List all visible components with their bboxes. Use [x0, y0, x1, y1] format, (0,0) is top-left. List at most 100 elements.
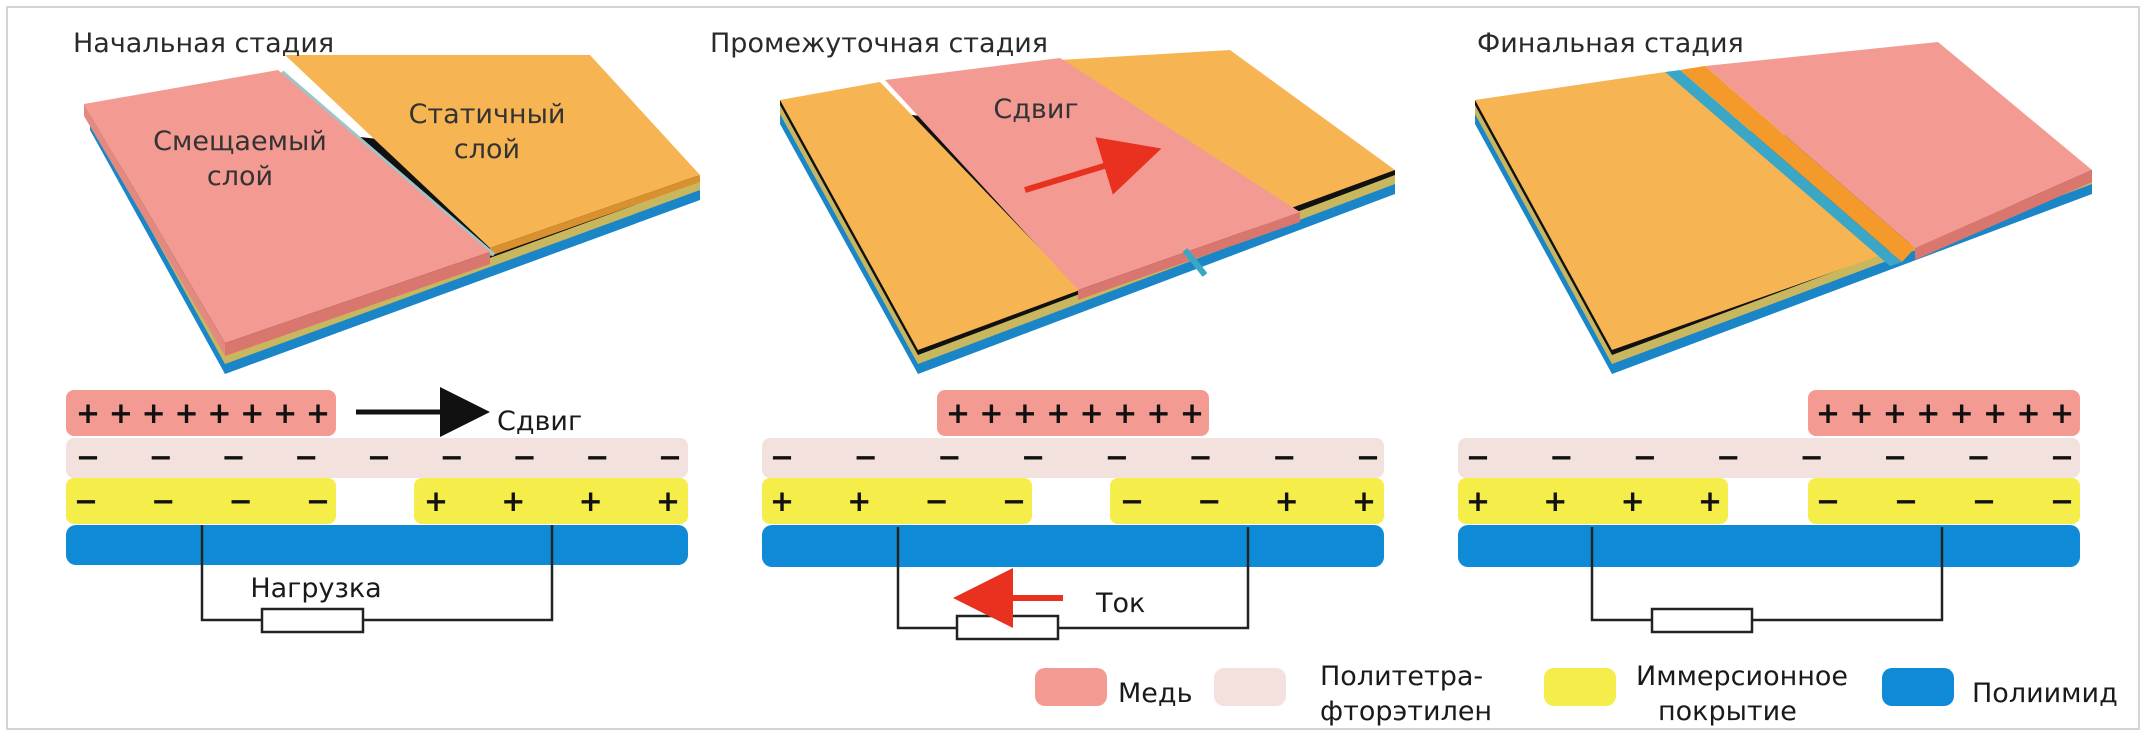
stage-1-static-slab-side [490, 175, 700, 256]
stage-3-immersion-right-sign-1: − [1816, 484, 1840, 518]
stage-2-ptfe-sign-3: − [937, 440, 961, 474]
stage-3-copper-sign-7: + [2016, 396, 2040, 430]
stage-2-current-label: Ток [1095, 588, 1145, 619]
stage-1-polyimide-bar [66, 525, 688, 565]
stage-1-copper-sign-5: + [207, 396, 231, 430]
stage-2-immersion-left-bar [762, 478, 1032, 524]
stage-1-copper-sign-3: + [142, 396, 166, 430]
stage-1-immersion-right-sign-2: + [501, 484, 525, 518]
stage-2-immersion-right-sign-2: − [1197, 484, 1221, 518]
stage-3-circuit-wire-right [1752, 527, 1944, 622]
stage-1-title: Начальная стадия [73, 28, 334, 59]
stage-3-immersion-right-sign-2: − [1894, 484, 1918, 518]
stage-3-copper-bar [1808, 390, 2080, 436]
stage-1-static-layer-label-line-1: Статичный [409, 99, 566, 130]
stage-1-moving-slab-top [84, 70, 490, 343]
stage-2-copper-slab-top [885, 58, 1300, 290]
legend-swatch-polyimide [1882, 668, 1954, 706]
stage-1-circuit-wire [200, 525, 262, 622]
stage-3-immersion-left-sign-4: + [1698, 484, 1722, 518]
stage-1-load-label: Нагрузка [250, 573, 381, 604]
stage-2-copper-sign-7: + [1146, 396, 1170, 430]
stage-1-ptfe-sign-1: − [76, 440, 100, 474]
stage-1-copper-sign-4: + [174, 396, 198, 430]
stage-3-immersion-left-signs: ++++ [1466, 484, 1722, 518]
stage-2-load-resistor [955, 614, 1060, 641]
stage-3-immersion-left-sign-2: + [1543, 484, 1567, 518]
stage-3-immersion-right-sign-3: − [1972, 484, 1996, 518]
stage-2-immersion-right-sign-1: − [1120, 484, 1144, 518]
stage-3-cross-section: ++++++++ −−−−−−−− ++++ −−−− [1458, 390, 2080, 634]
stage-2-polyimide-bar [762, 525, 1384, 567]
stage-1-immersion-right-sign-3: + [579, 484, 603, 518]
stage-1-ptfe-sign-9: − [658, 440, 682, 474]
stage-1-copper-sign-8: + [306, 396, 330, 430]
stage-1-ptfe-sign-8: − [585, 440, 609, 474]
stage-3-ptfe-sign-8: − [2050, 440, 2074, 474]
stage-1-static-layer-label-line-2: слой [454, 134, 520, 165]
stage-2-copper-sign-8: + [1180, 396, 1204, 430]
stage-1-gap-line [280, 70, 496, 257]
stage-1-immersion-left-sign-2: − [151, 484, 175, 518]
stage-1-ptfe-sign-5: − [367, 440, 391, 474]
stage-3-copper-slab-side [1915, 170, 2092, 260]
stage-3-copper-signs: ++++++++ [1816, 396, 2074, 430]
stage-2-copper-bar [937, 390, 1209, 436]
stage-1-copper-sign-6: + [240, 396, 264, 430]
stage-2-immersion-left-sign-4: − [1002, 484, 1026, 518]
stage-2-immersion-left-sign-1: + [770, 484, 794, 518]
stage-1-immersion-left-sign-1: − [74, 484, 98, 518]
stage-1-cross-section: ++++++++ −−−−−−−−− −−−− ++++ Сдвиг Нагру… [66, 387, 688, 634]
stage-1-ptfe-sign-3: − [221, 440, 245, 474]
stage-2-gap-blue [1182, 248, 1208, 277]
stage-1-immersion-right-bar [414, 478, 688, 524]
stage-3-ptfe-sign-5: − [1800, 440, 1824, 474]
stage-2-title: Промежуточная стадия [710, 28, 1048, 59]
stage-3-ptfe-bar [1458, 438, 2080, 478]
stage-2-ptfe-signs: −−−−−−−− [770, 440, 1380, 474]
stage-2-immersion-left-signs: ++−− [770, 484, 1026, 518]
stage-1-copper-sign-7: + [273, 396, 297, 430]
stage-3-copper-sign-1: + [1816, 396, 1840, 430]
stage-2-ptfe-sign-1: − [770, 440, 794, 474]
legend-label-ptfe-line-1: Политетра- [1320, 661, 1483, 692]
stage-2-3d-view: Сдвиг [780, 50, 1395, 374]
stage-1-copper-bar [66, 390, 336, 436]
stage-2-immersion-right-sign-4: + [1352, 484, 1376, 518]
stage-1-ptfe-sign-4: − [294, 440, 318, 474]
legend-label-immersion-line-2: покрытие [1658, 696, 1797, 727]
stage-2-copper-sign-4: + [1046, 396, 1070, 430]
stage-2-copper-sign-5: + [1080, 396, 1104, 430]
stage-2-copper-sign-3: + [1013, 396, 1037, 430]
stage-2-immersion-right-bar [1110, 478, 1384, 524]
legend-swatch-copper [1035, 668, 1107, 706]
stage-2-copper-sign-6: + [1113, 396, 1137, 430]
stage-2-copper-sign-1: + [946, 396, 970, 430]
stage-1-ptfe-sign-2: − [149, 440, 173, 474]
legend-swatch-ptfe [1214, 668, 1286, 706]
stage-3-ptfe-sign-4: − [1716, 440, 1740, 474]
stage-3-ptfe-signs: −−−−−−−− [1466, 440, 2074, 474]
stage-1-copper-signs: ++++++++ [76, 396, 330, 430]
stage-1-3d-view: Смещаемый слой Статичный слой [84, 55, 700, 374]
stage-3-polyimide-bar [1458, 525, 2080, 567]
stage-2-copper-signs: + + + + + + + + [946, 396, 1204, 430]
stage-1-shift-label: Сдвиг [497, 406, 582, 437]
stage-3-copper-sign-6: + [1983, 396, 2007, 430]
stage-1-ptfe-signs: −−−−−−−−− [76, 440, 682, 474]
stage-3-orange-slab-top [1475, 72, 1890, 350]
stage-2-left-orange-slab-top [780, 82, 1080, 350]
stage-2-ptfe-bar [762, 438, 1384, 478]
stage-3-copper-slab-top [1705, 42, 2092, 248]
stage-2-cross-section: ++++++++ −−−−−−−− ++−− −−++ Ток [762, 390, 1384, 641]
stage-3-copper-sign-4: + [1916, 396, 1940, 430]
stage-3-immersion-right-bar [1808, 478, 2080, 524]
stage-3-ptfe-sign-2: − [1549, 440, 1573, 474]
stage-3-immersion-left-sign-1: + [1466, 484, 1490, 518]
stage-2-copper-sign-2: + [979, 396, 1003, 430]
stage-3-copper-sign-2: + [1849, 396, 1873, 430]
stage-1-ptfe-sign-6: − [440, 440, 464, 474]
stage-3-ptfe-sign-1: − [1466, 440, 1490, 474]
stage-3-copper-sign-8: + [2050, 396, 2074, 430]
stage-2-right-orange-slab-top [1060, 50, 1395, 245]
